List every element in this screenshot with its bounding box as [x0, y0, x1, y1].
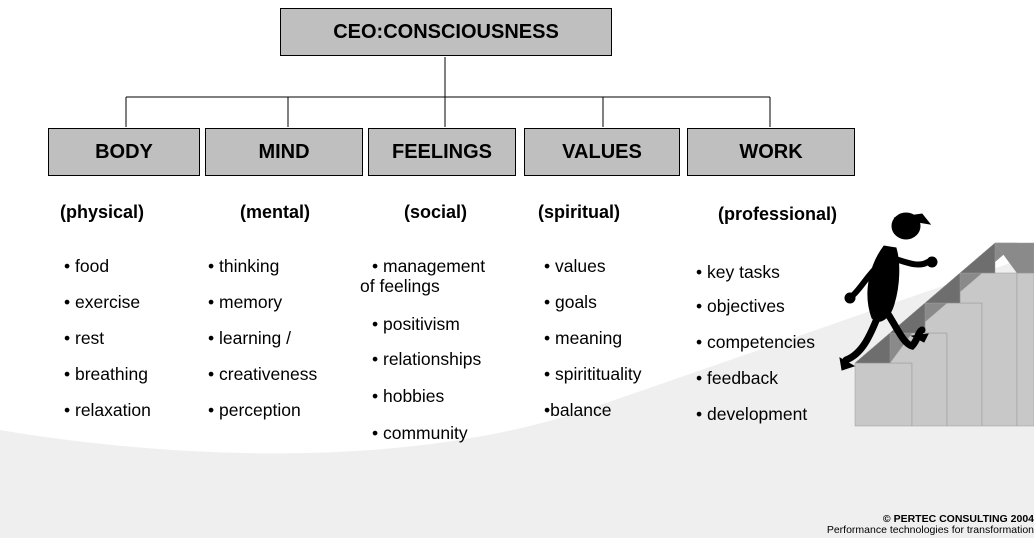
box-mind-label: MIND — [258, 140, 310, 163]
box-feelings-label: FEELINGS — [391, 140, 492, 163]
staircase-illustration — [854, 242, 1034, 427]
list-item: • food — [64, 256, 110, 276]
list-item: • learning / — [208, 328, 291, 348]
list-item: • thinking — [208, 256, 280, 276]
list-item: • relationships — [372, 349, 482, 369]
list-item: • competencies — [696, 332, 815, 352]
list-item: • key tasks — [696, 262, 780, 282]
list-item: • creativeness — [208, 364, 318, 384]
list-item: • exercise — [64, 292, 141, 312]
subtitle-social: (social) — [404, 202, 468, 222]
org-connectors — [125, 57, 771, 127]
box-body-label: BODY — [95, 140, 153, 163]
box-feelings: FEELINGS — [368, 128, 516, 176]
list-item: of feelings — [360, 276, 440, 296]
list-item: • objectives — [696, 296, 785, 316]
subtitle-spiritual: (spiritual) — [538, 202, 621, 222]
subtitle-professional: (professional) — [718, 204, 838, 224]
list-item: • rest — [64, 328, 105, 348]
ceo-box: CEO:CONSCIOUSNESS — [280, 8, 612, 56]
box-work-label: WORK — [739, 140, 803, 163]
list-item: •balance — [544, 400, 612, 420]
list-item: • management — [372, 256, 486, 276]
box-values: VALUES — [524, 128, 680, 176]
list-item: • spiritituality — [544, 364, 642, 384]
list-item: • values — [544, 256, 606, 276]
list-item: • relaxation — [64, 400, 151, 420]
footer-tagline: Performance technologies for transformat… — [826, 524, 1034, 536]
subtitle-mental: (mental) — [240, 202, 311, 222]
list-item: • hobbies — [372, 386, 445, 406]
list-item: • perception — [208, 400, 301, 420]
box-values-label: VALUES — [562, 140, 642, 163]
list-item: • positivism — [372, 314, 460, 334]
footer-copyright: © PERTEC CONSULTING 2004 — [882, 513, 1034, 525]
list-item: • goals — [544, 292, 597, 312]
list-item: • memory — [208, 292, 283, 312]
subtitle-physical: (physical) — [60, 202, 145, 222]
running-figure-illustration — [839, 212, 938, 371]
list-item: • meaning — [544, 328, 623, 348]
list-item: • breathing — [64, 364, 148, 384]
box-mind: MIND — [205, 128, 363, 176]
box-body: BODY — [48, 128, 200, 176]
box-work: WORK — [687, 128, 855, 176]
list-item: • community — [372, 423, 468, 443]
list-item: • feedback — [696, 368, 779, 388]
list-item: • development — [696, 404, 808, 424]
ceo-label: CEO:CONSCIOUSNESS — [333, 20, 559, 43]
ground-wave — [0, 255, 1034, 538]
